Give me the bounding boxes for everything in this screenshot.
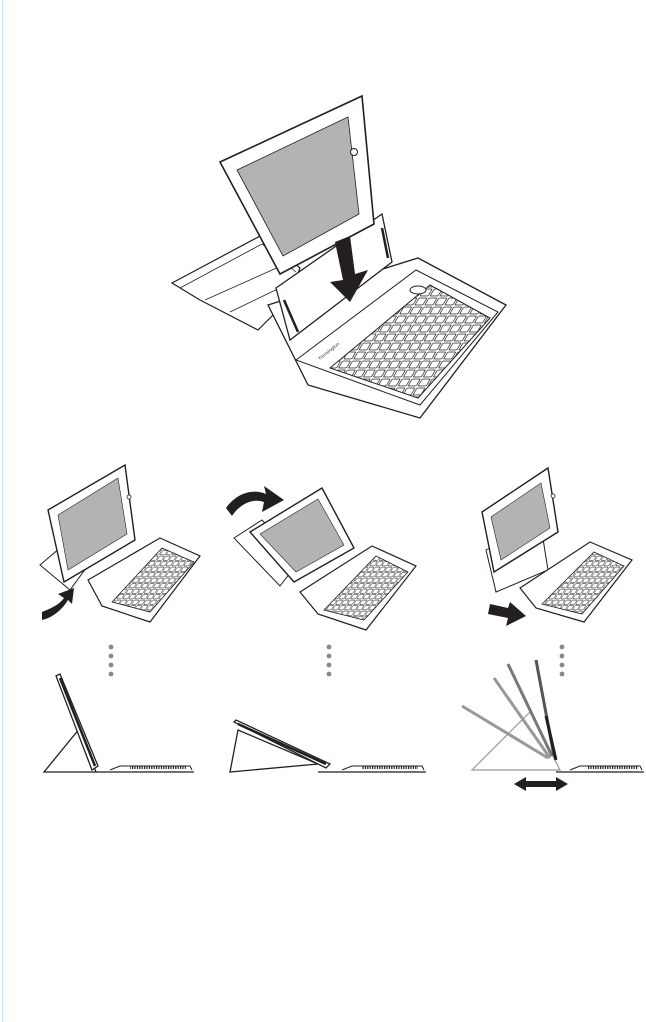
side-view-upright (44, 674, 194, 772)
step-stand-reclined (226, 486, 416, 630)
side-view-reclined (230, 720, 426, 772)
arrow-rotate-back-icon (226, 486, 284, 516)
arrow-left-right-icon (514, 777, 568, 791)
arrow-slide-icon (488, 602, 526, 626)
home-button-icon (351, 149, 358, 156)
step-adjust-angle (482, 468, 632, 626)
step-stand-upright (40, 465, 200, 622)
dotted-connectors (109, 645, 565, 677)
arrow-rotate-up-icon (42, 588, 74, 620)
side-view-angles (462, 660, 644, 772)
main-illustration-insert-tablet: Kensington (172, 96, 506, 418)
power-button-icon (410, 286, 426, 294)
